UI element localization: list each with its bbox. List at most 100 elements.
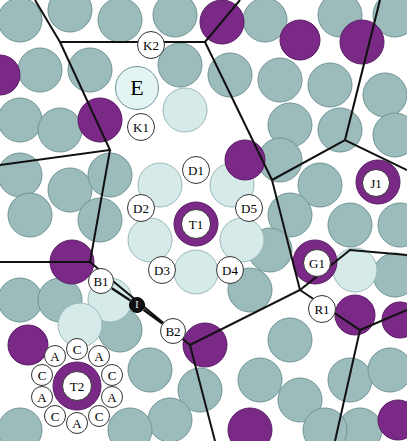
atom [8,325,48,365]
tiling-line [300,290,407,330]
tiling-line [300,250,407,290]
site-circle: C [101,364,123,386]
site-label: K2 [143,39,159,52]
site-label: J1 [370,177,382,190]
site-circle: D3 [148,256,176,284]
site-circle: D4 [216,256,244,284]
site-circle: A [88,345,110,367]
light-atoms [58,88,377,347]
atom [158,43,202,87]
site-label: A [107,391,116,404]
atom [356,160,400,204]
site-label: C [108,369,117,382]
site-circle: T2 [62,371,92,401]
atom [78,98,122,142]
atom [174,250,218,294]
bond-line [143,310,162,324]
atom [68,48,112,92]
atom [53,362,101,410]
marker-dot: I [129,297,145,313]
atom [163,88,207,132]
site-circle: C [44,405,66,427]
site-label: A [50,350,59,363]
site-circle: D2 [127,194,155,222]
site-label: D2 [133,202,149,215]
atom [280,20,320,60]
atom [88,153,132,197]
site-label: I [135,300,138,310]
site-circle: K1 [127,113,155,141]
atom [18,48,62,92]
site-circle: C [88,405,110,427]
site-label: A [94,350,103,363]
site-label: B1 [93,275,108,288]
atom [128,218,172,262]
atom [8,193,52,237]
tiling-line [335,330,360,441]
atom [225,140,265,180]
site-label: C [95,410,104,423]
tiling-line [35,0,240,42]
site-circle: G1 [303,249,331,277]
atom [108,408,152,441]
site-label: K1 [133,121,149,134]
site-label: R1 [314,303,329,316]
atom [333,248,377,292]
atom [98,0,142,42]
atom [148,398,192,441]
atom [153,0,197,37]
atom [0,55,20,95]
tiling-line [190,345,215,441]
site-label: D3 [154,264,170,277]
atom [328,358,372,402]
site-circle: A [31,386,53,408]
atom [238,358,282,402]
atom [48,0,92,32]
site-label: T2 [70,380,84,393]
site-circle: J1 [362,169,390,197]
atom [0,408,42,441]
atom [0,98,42,142]
site-label: D5 [241,202,257,215]
atom [308,63,352,107]
atom [268,318,312,362]
site-circle: B1 [88,268,114,294]
site-circle: A [66,412,88,434]
site-circle: E [115,66,159,110]
site-circle: B2 [160,318,186,344]
site-label: C [51,410,60,423]
site-label: A [72,417,81,430]
site-label: C [38,369,47,382]
atom [38,108,82,152]
atom [378,203,407,247]
atom [368,348,407,392]
bond-line [112,288,131,300]
site-circle: C [66,338,88,360]
tiling-line [0,150,110,262]
atom [363,73,407,117]
tiling-line [90,180,300,345]
site-circle: D5 [235,194,263,222]
site-circle: T1 [181,209,211,239]
site-circle: R1 [308,295,336,323]
site-label: C [73,343,82,356]
site-label: G1 [309,257,325,270]
atom [128,348,172,392]
atom [258,58,302,102]
atom [174,202,218,246]
site-circle: A [44,345,66,367]
site-label: B2 [165,325,180,338]
site-label: D1 [188,164,204,177]
atom [328,203,372,247]
site-label: E [130,77,143,99]
atom [373,113,407,157]
atom [378,400,407,440]
site-circle: D1 [182,156,210,184]
site-label: T1 [189,218,203,231]
tiling-line [345,0,380,140]
atom [0,0,42,42]
